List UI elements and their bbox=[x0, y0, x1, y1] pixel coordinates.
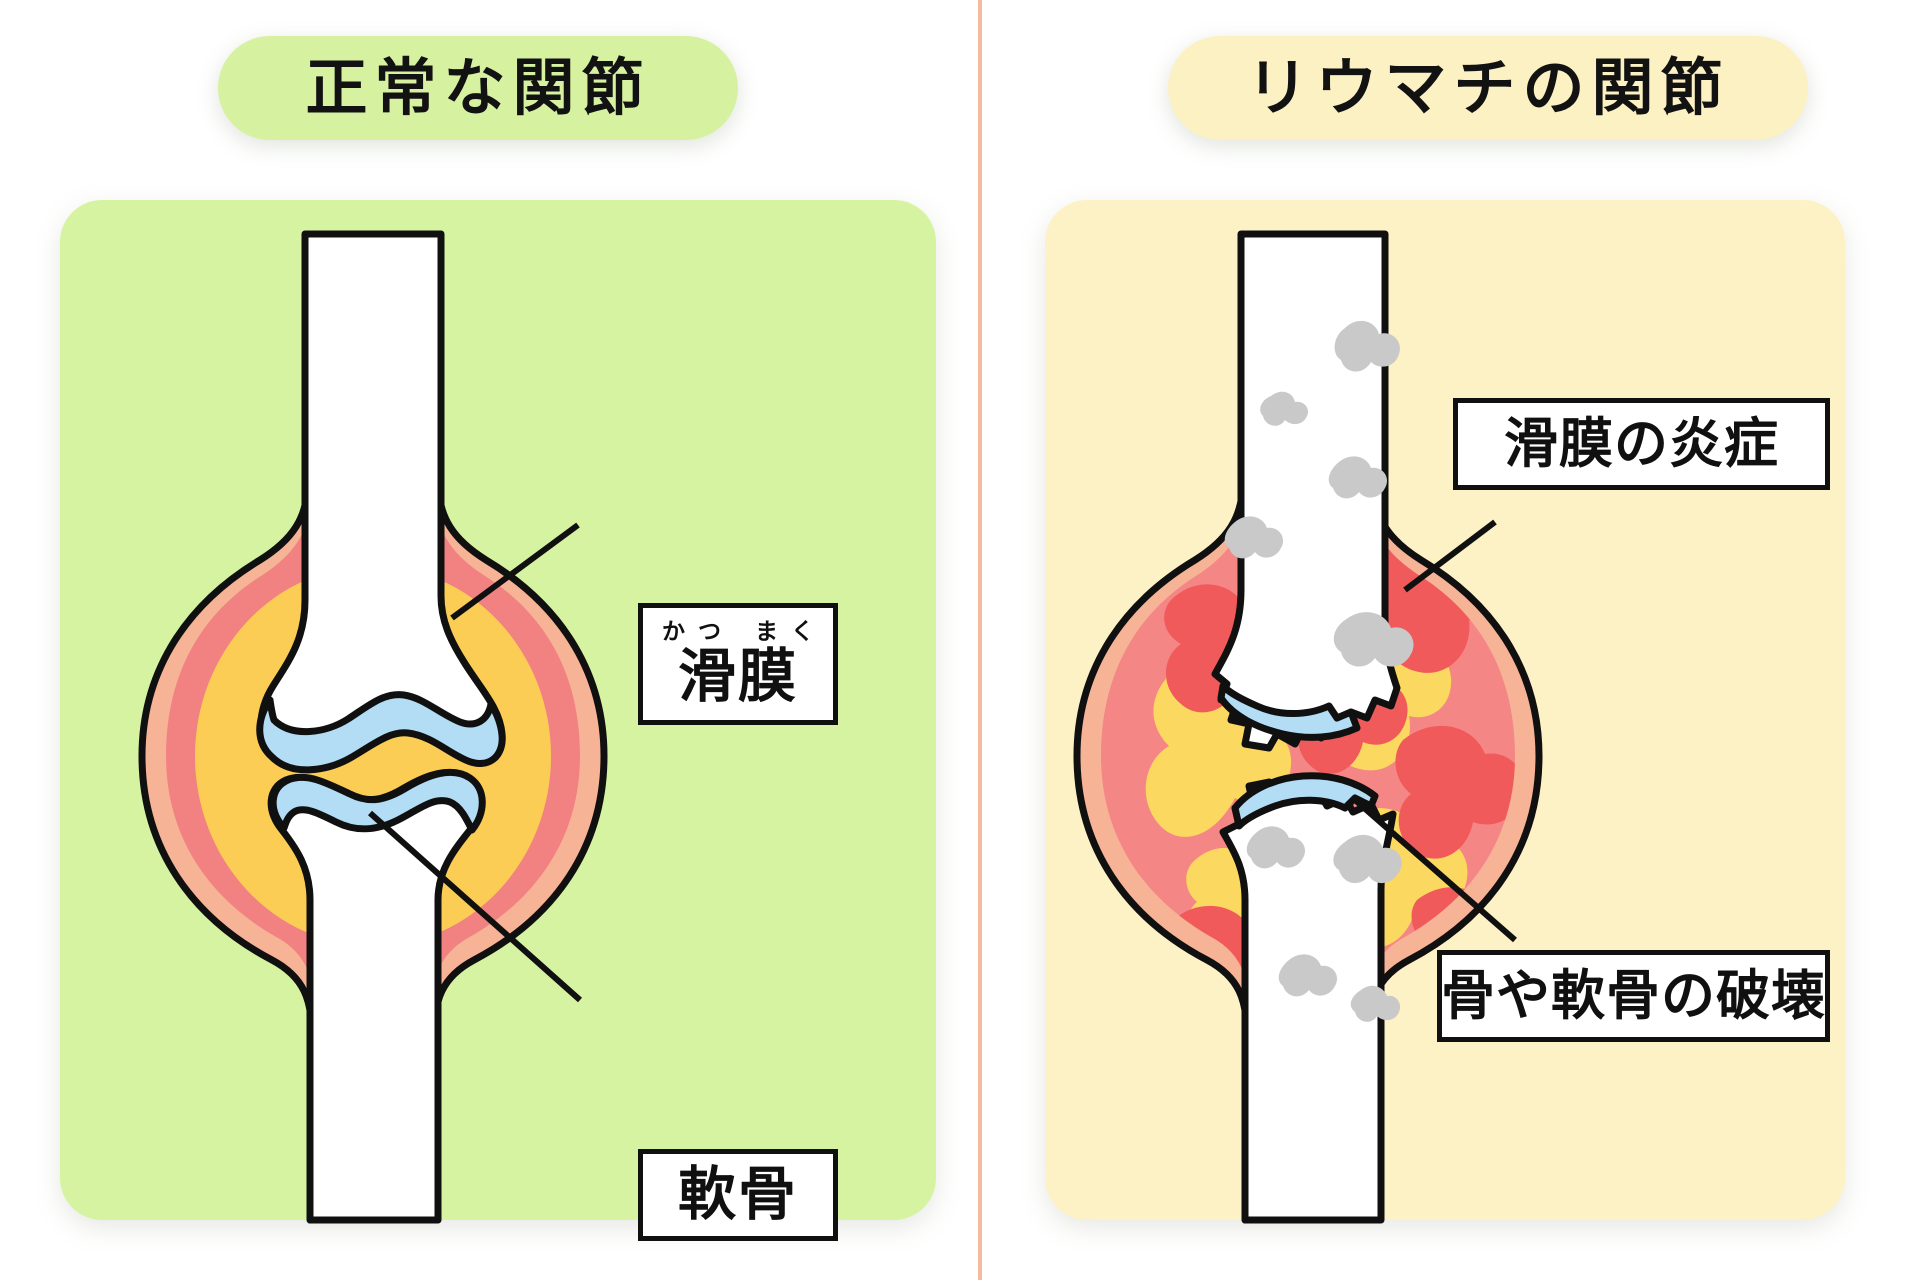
lower-cartilage-degraded bbox=[1231, 772, 1379, 830]
normal-joint-panel: かつ まく 滑膜 軟骨 bbox=[60, 200, 936, 1241]
rheumatoid-joint-illustration bbox=[1073, 230, 1543, 1224]
upper-cartilage-degraded bbox=[1217, 682, 1361, 741]
rheumatoid-joint-panel: 滑膜の炎症 骨や軟骨の破壊 bbox=[1045, 200, 1845, 1224]
callout-synovium-text: 滑膜 bbox=[677, 642, 798, 711]
callout-synovitis: 滑膜の炎症 bbox=[1453, 398, 1830, 490]
right-title-pill: リウマチの関節 bbox=[1168, 36, 1808, 140]
lower-cartilage bbox=[269, 768, 486, 834]
callout-synovitis-text: 滑膜の炎症 bbox=[1504, 412, 1779, 476]
callout-synovium-ruby: かつ まく bbox=[661, 619, 827, 646]
leader-line-synovitis bbox=[1403, 519, 1497, 593]
lower-bone-erosion-patches bbox=[1246, 826, 1402, 1022]
normal-joint-illustration bbox=[138, 230, 608, 1224]
upper-cartilage bbox=[256, 691, 506, 774]
callout-cartilage-text: 軟骨 bbox=[677, 1160, 798, 1229]
upper-bone bbox=[257, 230, 506, 773]
callout-destruction: 骨や軟骨の破壊 bbox=[1437, 950, 1830, 1042]
right-title-text: リウマチの関節 bbox=[1246, 51, 1730, 124]
callout-cartilage: 軟骨 bbox=[638, 1149, 838, 1241]
callout-destruction-text: 骨や軟骨の破壊 bbox=[1441, 964, 1826, 1028]
synovium-inflamed-layer bbox=[1101, 320, 1515, 1220]
callout-synovium: かつ まく 滑膜 bbox=[638, 603, 838, 725]
leader-line-destruction bbox=[1353, 797, 1517, 943]
leader-line-synovium bbox=[450, 522, 580, 621]
panel-divider bbox=[978, 0, 982, 1280]
left-title-pill: 正常な関節 bbox=[218, 36, 738, 140]
upper-bone-erosion-patches bbox=[1224, 320, 1414, 667]
left-title-text: 正常な関節 bbox=[305, 51, 651, 124]
inflammation-blotch-center-right bbox=[1395, 726, 1515, 859]
leader-line-cartilage bbox=[368, 810, 582, 1003]
